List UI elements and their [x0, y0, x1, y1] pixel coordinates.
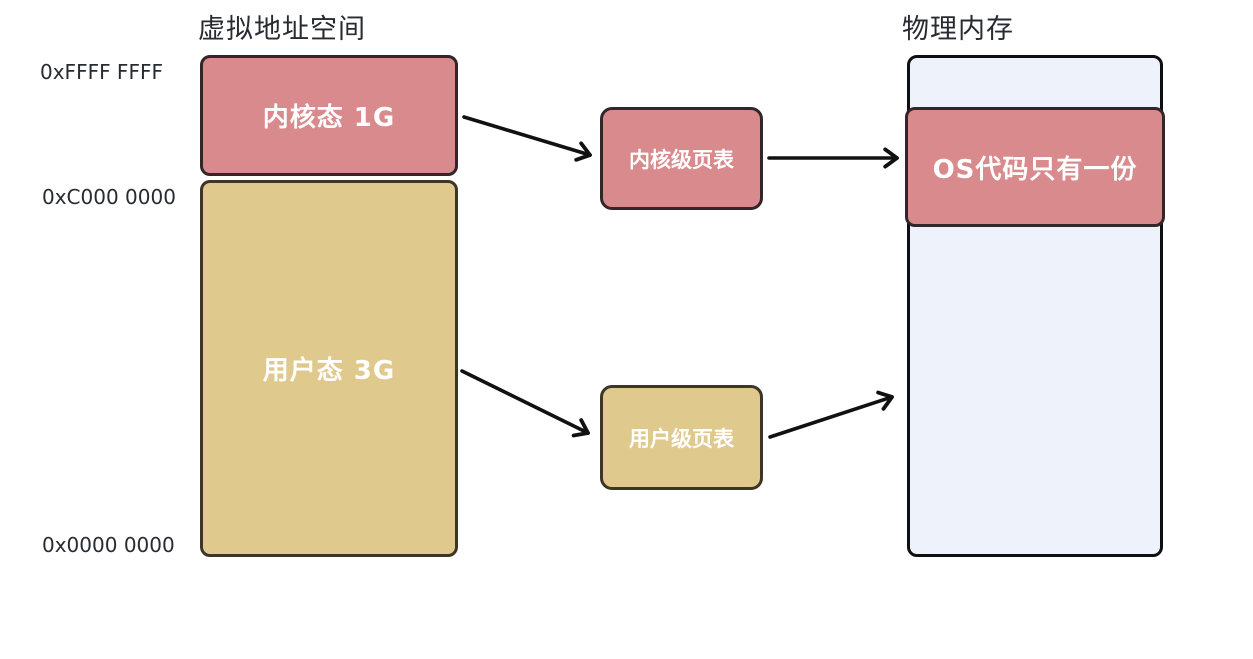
arrow-user-pt-to-physical — [768, 390, 894, 439]
os-code-box: OS代码只有一份 — [905, 107, 1165, 227]
address-label-kernel-boundary: 0xC000 0000 — [42, 185, 176, 209]
virtual-address-space-title: 虚拟地址空间 — [198, 14, 366, 45]
os-code-label: OS代码只有一份 — [932, 154, 1138, 185]
address-label-bottom: 0x0000 0000 — [42, 533, 175, 557]
user-page-table-label: 用户级页表 — [629, 426, 734, 451]
kernel-page-table-label: 内核级页表 — [629, 147, 734, 172]
user-space-box: 用户态 3G — [200, 180, 458, 557]
user-space-label: 用户态 3G — [262, 356, 396, 386]
user-page-table-box: 用户级页表 — [600, 385, 763, 490]
physical-memory-title: 物理内存 — [902, 14, 1014, 45]
kernel-space-box: 内核态 1G — [200, 55, 458, 176]
address-label-top: 0xFFFF FFFF — [40, 60, 163, 84]
kernel-page-table-box: 内核级页表 — [600, 107, 763, 210]
arrow-kernel-to-kernel-pt — [462, 115, 592, 162]
arrow-user-to-user-pt — [460, 369, 590, 438]
kernel-space-label: 内核态 1G — [262, 103, 396, 133]
